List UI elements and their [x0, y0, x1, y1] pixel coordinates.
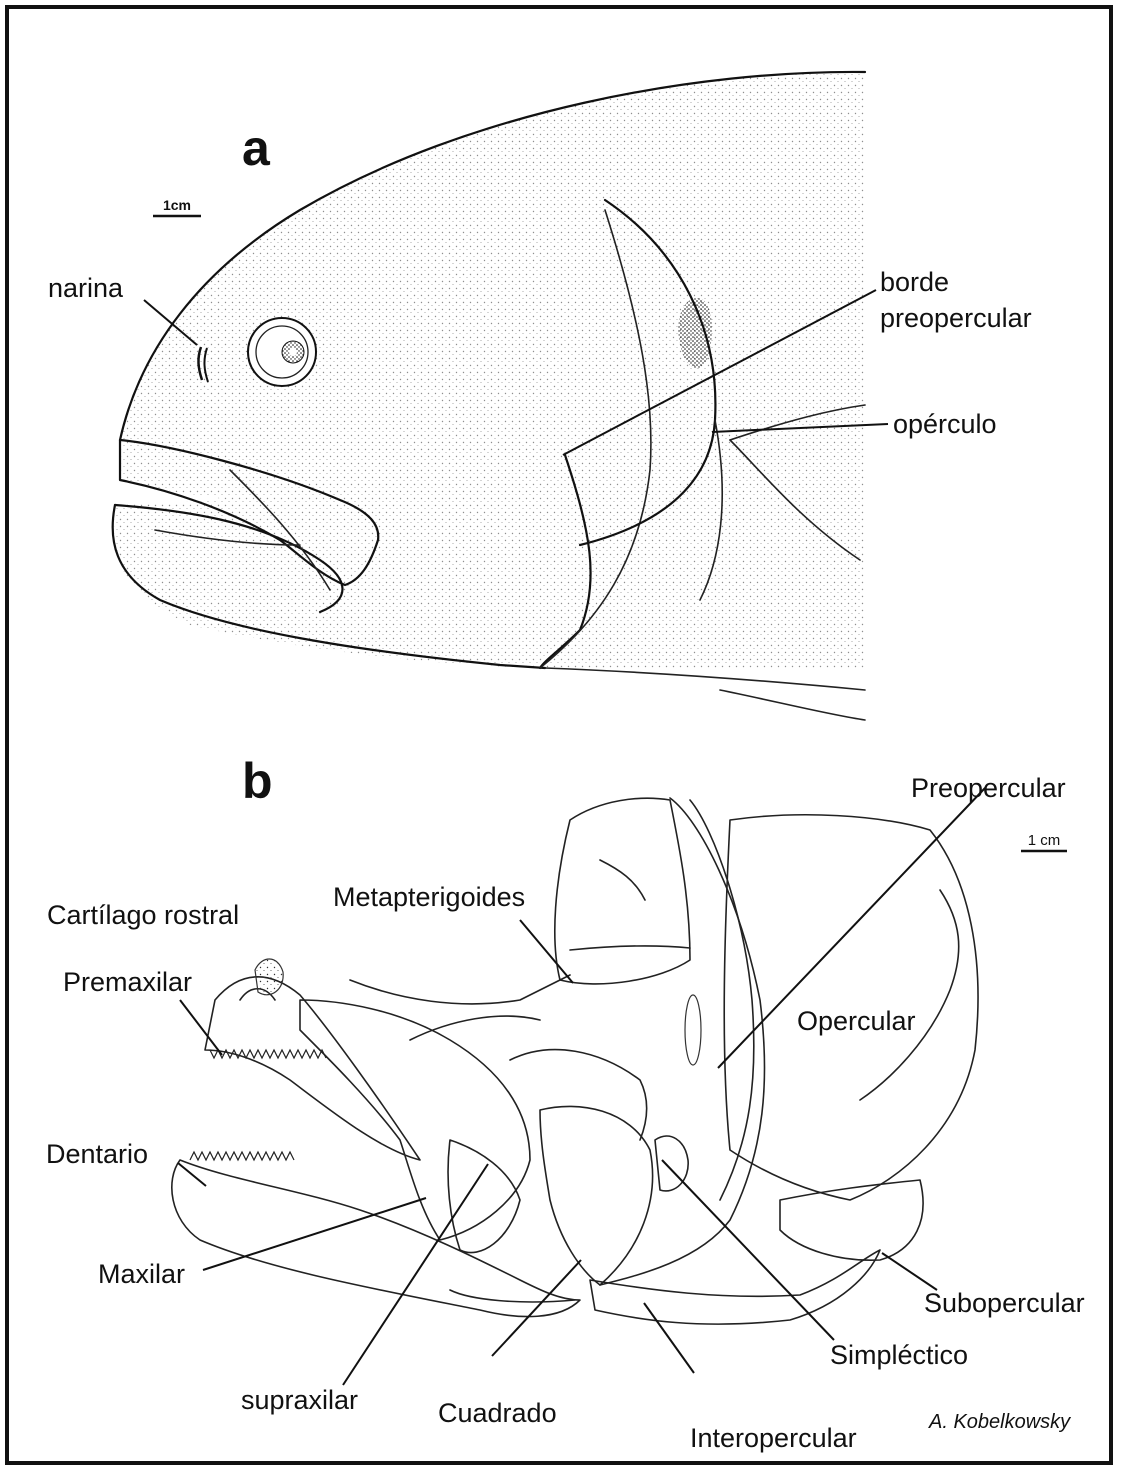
label-cuadrado: Cuadrado — [438, 1398, 557, 1428]
label-interopercular: Interopercular — [690, 1423, 857, 1453]
maxilar-leader — [203, 1198, 426, 1270]
metapterigoides-leader — [520, 920, 573, 983]
label-preopercular: Preopercular — [911, 773, 1066, 803]
author-credit: A. Kobelkowsky — [928, 1411, 1071, 1433]
scale-label-a: 1cm — [163, 197, 191, 213]
head-outline — [114, 72, 865, 668]
label-subopercular: Subopercular — [924, 1288, 1085, 1318]
dentario-leader — [178, 1163, 206, 1186]
supraxilar-leader — [343, 1164, 488, 1385]
panel-letter-b: b — [242, 753, 273, 809]
label-dentario: Dentario — [46, 1139, 148, 1169]
cuadrado-bone — [540, 1106, 653, 1285]
label-metapterigoides: Metapterigoides — [333, 882, 525, 912]
metapterigoides-bone — [555, 798, 690, 984]
maxilar-bone — [300, 1000, 530, 1240]
label-maxilar: Maxilar — [98, 1259, 185, 1289]
cartilago-rostral — [255, 959, 283, 995]
subopercular-bone — [780, 1180, 923, 1260]
label-premaxilar: Premaxilar — [63, 967, 192, 997]
supraxilar-bone — [448, 1140, 520, 1253]
subopercular-leader — [882, 1253, 937, 1290]
label-borde: borde — [880, 267, 949, 297]
fish-head-drawing — [113, 72, 865, 720]
simplectico-leader — [662, 1160, 834, 1340]
dentario-bone — [172, 1160, 580, 1317]
scale-label-b: 1 cm — [1028, 832, 1061, 849]
label-simplectico: Simpléctico — [830, 1340, 968, 1370]
interopercular-bone — [590, 1250, 880, 1324]
label-opercular: Opercular — [797, 1006, 916, 1036]
label-narina: narina — [48, 273, 124, 303]
premaxilar-leader — [180, 1000, 222, 1055]
panel-letter-a: a — [242, 120, 271, 176]
label-operculo: opérculo — [893, 409, 997, 439]
skull-bones-drawing — [172, 798, 978, 1324]
label-cartilago-rostral: Cartílago rostral — [47, 900, 239, 930]
label-preopercular-line: preopercular — [880, 303, 1032, 333]
premaxilar-bone — [205, 977, 420, 1160]
label-supraxilar: supraxilar — [241, 1385, 358, 1415]
interopercular-leader — [644, 1303, 694, 1373]
